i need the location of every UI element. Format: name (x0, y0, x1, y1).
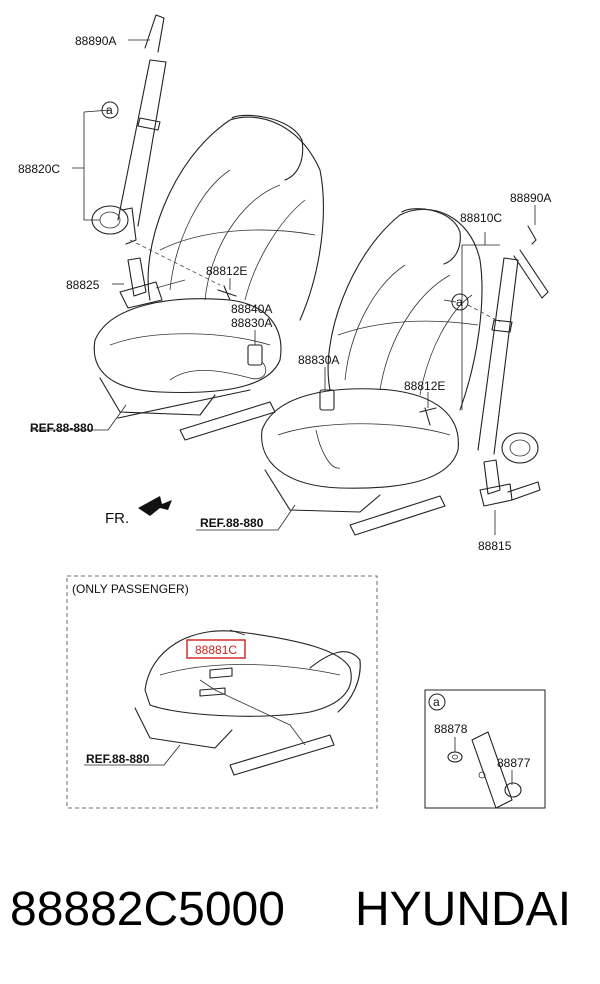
passenger-inset: (ONLY PASSENGER) 88881C REF.88-880 (66, 575, 378, 809)
detail-box-a: a 88878 88877 (424, 689, 546, 809)
label-88810c: 88810C (460, 211, 502, 225)
circle-a-right-text: a (456, 295, 463, 309)
label-88890a-right: 88890A (510, 191, 551, 205)
ref-label-inset: REF.88-880 (86, 752, 150, 766)
front-arrow (138, 496, 172, 516)
highlighted-part-box (186, 639, 246, 659)
label-88840a: 88840A (231, 302, 272, 316)
label-88812e-left: 88812E (206, 264, 247, 278)
label-88815: 88815 (478, 539, 512, 553)
left-seat (93, 114, 324, 441)
label-88890a-top: 88890A (75, 34, 116, 48)
left-seat-belt (91, 14, 167, 245)
part-number-caption: 88882C5000 (10, 883, 285, 936)
circle-a-left-text: a (106, 103, 113, 117)
highlighted-part-label: 88881C (195, 643, 237, 657)
right-seat (261, 208, 483, 536)
label-88877: 88877 (497, 756, 531, 770)
ref-label-right: REF.88-880 (200, 516, 264, 530)
detail-circle-a (428, 693, 446, 711)
brand-caption: HYUNDAI (355, 883, 571, 936)
ref-label-left: REF.88-880 (30, 421, 94, 435)
detail-circle-a-text: a (433, 695, 440, 709)
label-88878: 88878 (434, 722, 468, 736)
fr-label: FR. (105, 510, 129, 527)
circle-marker-a-left (101, 101, 119, 119)
label-88825: 88825 (66, 278, 100, 292)
right-seat-belt (477, 225, 549, 507)
only-passenger-label: (ONLY PASSENGER) (72, 582, 189, 596)
inset-border (66, 575, 378, 809)
label-88830a-right: 88830A (298, 353, 339, 367)
circle-marker-a-right (451, 293, 469, 311)
detail-box-border (424, 689, 546, 809)
label-88812e-right: 88812E (404, 379, 445, 393)
label-88830a-left: 88830A (231, 316, 272, 330)
label-88820c: 88820C (18, 162, 60, 176)
washer-part (447, 751, 463, 763)
cap-part (504, 782, 522, 798)
leader-lines (30, 39, 536, 535)
